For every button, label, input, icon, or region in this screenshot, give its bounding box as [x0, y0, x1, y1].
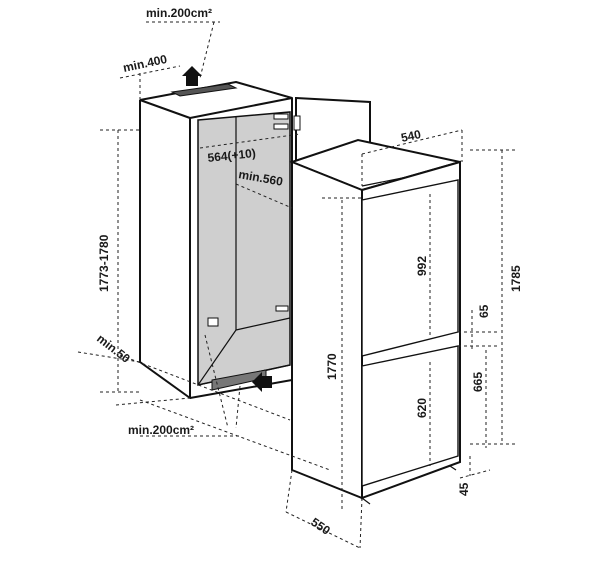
label-foot-height: 45: [457, 482, 471, 496]
label-niche-min-depth: min.50: [94, 331, 133, 366]
airflow-arrows: [182, 66, 272, 392]
labels: min.200cm² min.400 1773-1780 564(+10) mi…: [94, 6, 523, 538]
label-fridge-total-height: 1785: [509, 265, 523, 292]
label-fridge-width: 540: [400, 127, 423, 145]
label-gap-between-doors: 65: [477, 304, 491, 318]
label-fridge-depth: 550: [308, 515, 333, 538]
label-vent-top-depth: min.400: [122, 52, 169, 75]
label-upper-door-height: 992: [415, 256, 429, 276]
label-vent-bottom-area: min.200cm²: [128, 423, 194, 437]
upper-door: [361, 179, 459, 357]
label-niche-width: 564(+10): [207, 146, 257, 165]
top-air-arrow: [182, 66, 202, 86]
lower-door: [361, 345, 459, 487]
niche-cabinet: [139, 81, 293, 399]
dimension-lines: [77, 21, 516, 549]
top-vent-slot: [170, 83, 238, 97]
bottom-air-arrow: [252, 372, 272, 392]
label-vent-top-area: min.200cm²: [146, 6, 212, 20]
label-lower-section-height: 665: [471, 372, 485, 392]
label-niche-height: 1773-1780: [97, 234, 111, 292]
fridge: [289, 138, 461, 505]
label-lower-door-height: 620: [415, 398, 429, 418]
label-fridge-body-height: 1770: [325, 353, 339, 380]
